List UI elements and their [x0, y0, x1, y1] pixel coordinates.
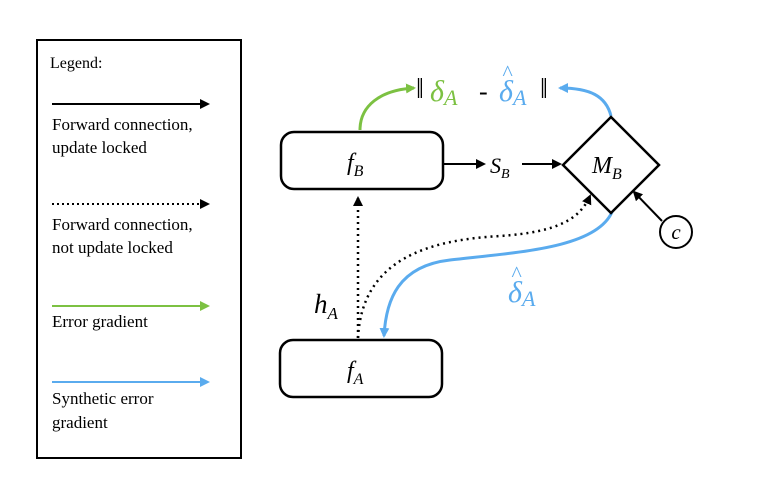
- node-f-b-box: [279, 130, 445, 191]
- label-synthetic-gradient: ^ δA: [508, 261, 536, 311]
- node-m-b-diamond: [561, 115, 661, 215]
- label-synthetic-gradient-hat: ^: [511, 261, 522, 286]
- label-norm-delta: δA: [430, 75, 458, 110]
- label-norm-right-bar: ‖: [540, 74, 548, 105]
- edge-error-gradient: [358, 83, 416, 131]
- node-f-b: fB: [279, 130, 445, 191]
- node-c: c: [659, 215, 693, 249]
- legend-forward-locked-label-2: update locked: [52, 138, 147, 157]
- label-norm-minus: -: [479, 77, 488, 106]
- node-m-b-label: MB: [591, 153, 622, 183]
- legend: Legend: Forward connection, update locke…: [36, 39, 242, 459]
- node-f-a: fA: [278, 338, 444, 399]
- node-f-a-box: [278, 338, 444, 399]
- edge-synthetic-to-norm: [558, 83, 613, 117]
- edge-c-to-mb: [632, 190, 663, 222]
- legend-forward-locked-label-1: Forward connection,: [52, 115, 193, 134]
- legend-box: [36, 39, 242, 459]
- node-c-label: c: [671, 220, 681, 244]
- label-s-b: SB: [490, 153, 510, 182]
- node-m-b: MB: [561, 115, 661, 215]
- label-norm-hat: ^: [502, 60, 513, 85]
- label-norm-delta-hat: δA: [499, 75, 527, 110]
- legend-synthetic-gradient-label-2: gradient: [52, 413, 108, 432]
- label-synthetic-gradient-delta: δA: [508, 276, 536, 311]
- legend-synthetic-gradient-label-1: Synthetic error: [52, 389, 154, 408]
- label-norm-left-bar: ‖: [416, 74, 424, 105]
- label-norm: ‖ δA - ^ δA ‖: [416, 60, 548, 110]
- legend-error-gradient-label: Error gradient: [52, 312, 148, 331]
- legend-title: Legend:: [50, 55, 102, 72]
- edge-fa-to-mb-dotted: [356, 194, 592, 339]
- legend-forward-unlocked-label-1: Forward connection,: [52, 215, 193, 234]
- label-h-a: hA: [314, 289, 339, 323]
- edge-synthetic-to-fa: [379, 211, 614, 338]
- legend-forward-unlocked-label-2: not update locked: [52, 238, 173, 257]
- node-f-b-label: fB: [347, 150, 364, 180]
- node-c-circle: [659, 215, 693, 249]
- node-f-a-label: fA: [347, 358, 364, 388]
